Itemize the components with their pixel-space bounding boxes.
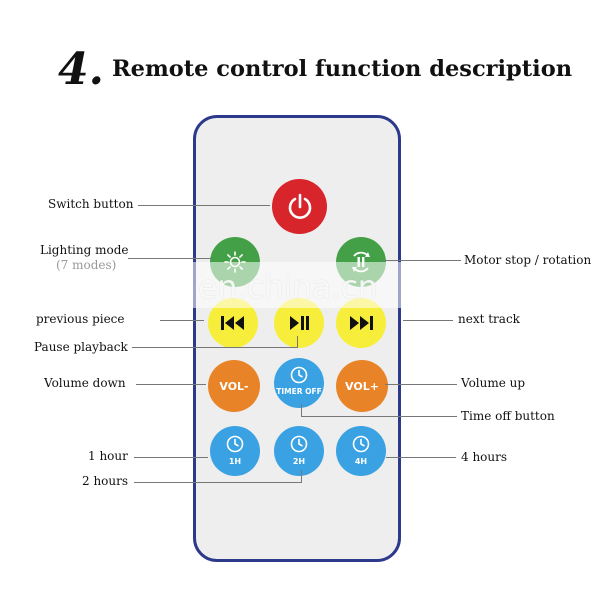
callout-line (160, 320, 204, 321)
volume-down-button[interactable]: VOL- (208, 360, 260, 412)
volume-up-button[interactable]: VOL+ (336, 360, 388, 412)
timer-1h-label: 1H (228, 457, 242, 466)
label-volume-up: Volume up (461, 376, 526, 390)
callout-line (301, 404, 302, 416)
power-icon (288, 193, 311, 219)
timer-off-label: TIMER OFF (276, 387, 322, 396)
watermark: en.china.cn (198, 268, 378, 306)
volume-down-label: VOL- (219, 379, 249, 393)
timer-off-button[interactable]: TIMER OFF (274, 358, 324, 408)
timer-2h-button[interactable]: 2H (274, 426, 324, 476)
callout-line (132, 347, 297, 348)
play-pause-icon (290, 316, 309, 330)
callout-line (136, 384, 206, 385)
label-previous-piece: previous piece (36, 312, 125, 326)
callout-line (383, 260, 461, 261)
callout-line (385, 384, 457, 385)
page-title: 4. Remote control function description (58, 43, 588, 95)
label-lighting-mode: Lighting mode (40, 243, 129, 257)
clock-icon (226, 435, 244, 453)
timer-4h-label: 4H (354, 457, 368, 466)
label-switch-button: Switch button (48, 197, 134, 211)
callout-line (134, 482, 301, 483)
clock-icon (352, 435, 370, 453)
power-button[interactable] (272, 179, 327, 234)
timer-2h-label: 2H (292, 457, 306, 466)
label-four-hours: 4 hours (461, 450, 508, 464)
title-number: 4. (58, 43, 104, 95)
label-one-hour: 1 hour (88, 449, 128, 463)
callout-line (128, 258, 212, 259)
timer-4h-button[interactable]: 4H (336, 426, 386, 476)
callout-line (301, 416, 457, 417)
clock-icon (290, 366, 308, 384)
callout-line (386, 457, 456, 458)
callout-line (301, 470, 302, 483)
callout-line (403, 320, 453, 321)
volume-up-label: VOL+ (345, 379, 379, 393)
watermark-band (0, 262, 600, 308)
skip-forward-icon (350, 316, 373, 330)
label-volume-down: Volume down (44, 376, 126, 390)
callout-line (134, 457, 208, 458)
skip-back-icon (221, 316, 244, 330)
label-next-track: next track (458, 312, 520, 326)
label-pause-playback: Pause playback (34, 340, 128, 354)
callout-line (138, 205, 270, 206)
label-motor: Motor stop / rotation (464, 253, 592, 267)
label-two-hours: 2 hours (82, 474, 129, 488)
label-time-off: Time off button (461, 409, 555, 423)
clock-icon (290, 435, 308, 453)
title-text: Remote control function description (111, 56, 573, 82)
timer-1h-button[interactable]: 1H (210, 426, 260, 476)
callout-line (297, 336, 298, 348)
label-lighting-mode-sub: (7 modes) (56, 258, 117, 272)
